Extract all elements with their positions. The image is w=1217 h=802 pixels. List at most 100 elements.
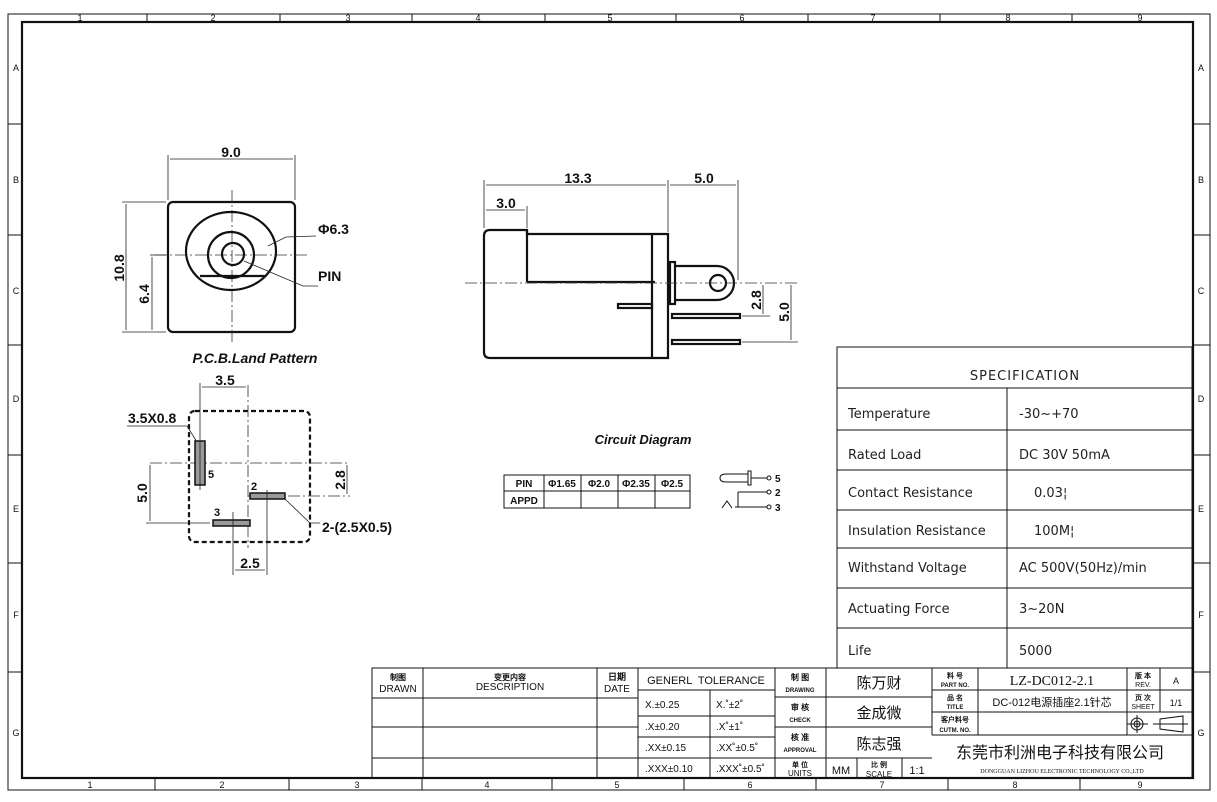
zone-top-2: 2 — [210, 13, 215, 23]
step-length-dim: 3.0 — [496, 195, 516, 211]
rev-cn: 版 本 — [1135, 671, 1151, 680]
pads-size-label: 2-(2.5X0.5) — [322, 519, 392, 535]
projection-symbol-icon — [1127, 715, 1188, 733]
spec-value: 5000 — [1019, 644, 1052, 659]
sheet-value: 1/1 — [1170, 698, 1183, 708]
pin-table-col: Φ1.65 — [548, 479, 576, 490]
pin-5-label: 5 — [208, 469, 214, 481]
pcb-pin-label: PIN — [318, 268, 341, 284]
zone-right-d: D — [1198, 394, 1205, 404]
role-approval: APPROVAL — [784, 748, 817, 754]
pcb-width-dim: 9.0 — [221, 144, 241, 160]
zone-right-g: G — [1197, 728, 1204, 738]
zone-bottom-9: 9 — [1137, 780, 1142, 790]
zone-right-a: A — [1198, 63, 1204, 73]
title-label: TITLE — [947, 705, 964, 711]
pin-offset-dim: 2.8 — [748, 290, 764, 310]
pin-table-col: Φ2.0 — [588, 479, 611, 490]
circuit-diagram: Circuit Diagram PIN APPD Φ1.65 Φ2.0 Φ2.3… — [503, 432, 781, 514]
pin-2-label: 2 — [251, 481, 257, 493]
pad-pitch-dim: 3.5 — [215, 372, 235, 388]
pcb-height-dim: 10.8 — [111, 254, 127, 281]
drawn-header-cn: 制图 — [390, 672, 406, 682]
company-name: DONGGUAN LIZHOU ELECTRONIC TECHNOLOGY CO… — [980, 769, 1144, 775]
spec-label: Rated Load — [848, 448, 921, 463]
sheet-cn: 页 次 — [1135, 693, 1151, 702]
pin-table-header-pin: PIN — [516, 479, 533, 490]
spec-value: AC 500V(50Hz)/min — [1019, 561, 1147, 576]
date-header: DATE — [604, 684, 630, 695]
part-no-label: PART NO. — [941, 683, 970, 689]
title-block: 制图 DRAWN 变更内容 DESCRIPTION 日期 DATE GENERL… — [371, 667, 1193, 779]
side-view: 13.3 5.0 3.0 2.8 5.0 — [465, 170, 800, 360]
approval-name: 陈志强 — [856, 735, 901, 753]
zone-top-5: 5 — [607, 13, 612, 23]
spec-label: Contact Resistance — [848, 486, 973, 501]
tolerance-title: GENERL TOLERANCE — [647, 675, 765, 687]
zone-left-e: E — [13, 504, 19, 514]
zone-left-g: G — [12, 728, 19, 738]
zone-top-3: 3 — [345, 13, 350, 23]
pcb-center-dim: 6.4 — [136, 284, 152, 304]
tab-length-dim: 5.0 — [694, 170, 714, 186]
footprint-bottom-dim: 2.5 — [240, 555, 260, 571]
role-check-cn: 审 核 — [791, 702, 809, 712]
terminal-5-label: 5 — [775, 474, 781, 485]
zone-top-4: 4 — [475, 13, 480, 23]
zone-left-d: D — [13, 394, 20, 404]
zone-top-8: 8 — [1005, 13, 1010, 23]
customer-no-label: CUTM. NO. — [939, 728, 971, 734]
pin-table-col: Φ2.5 — [661, 479, 684, 490]
scale-cn: 比 例 — [871, 760, 887, 769]
scale-value: 1:1 — [909, 765, 924, 777]
pin-table-col: Φ2.35 — [622, 479, 650, 490]
spec-value: 0.03¦ — [1034, 486, 1067, 501]
schematic-symbol: 5 2 3 — [719, 470, 781, 514]
check-name: 金成微 — [856, 705, 901, 722]
body-length-dim: 13.3 — [564, 170, 591, 186]
tolerance-linear: .X±0.20 — [645, 722, 680, 733]
pin-table-header-appd: APPD — [510, 496, 538, 507]
role-approval-cn: 核 准 — [791, 732, 809, 742]
zone-left-b: B — [13, 175, 19, 185]
zone-right-b: B — [1198, 175, 1204, 185]
zone-right-e: E — [1198, 504, 1204, 514]
footprint-view: 3.5 3.5X0.8 5.0 2.8 2.5 2-(2.5X0.5) 5 2 … — [127, 372, 392, 575]
company-name-cn: 东莞市利洲电子科技有限公司 — [956, 744, 1164, 762]
pin-span-dim: 5.0 — [776, 302, 792, 322]
circuit-diagram-caption: Circuit Diagram — [595, 432, 692, 447]
footprint-vertical-dim: 5.0 — [134, 483, 150, 503]
tolerance-angular: .XX˚±0.5˚ — [716, 742, 758, 754]
terminal-2-label: 2 — [775, 488, 781, 499]
zone-top-1: 1 — [77, 13, 82, 23]
role-drawing-cn: 制 图 — [791, 672, 809, 682]
sheet-label: SHEET — [1131, 704, 1155, 711]
specification-title: SPECIFICATION — [970, 369, 1080, 384]
zone-top-9: 9 — [1137, 13, 1142, 23]
customer-no-cn: 客户料号 — [940, 715, 969, 724]
footprint-offset-dim: 2.8 — [332, 470, 348, 490]
spec-label: Temperature — [847, 407, 930, 422]
rev-value: A — [1173, 676, 1179, 686]
pad-size-label: 3.5X0.8 — [128, 410, 176, 426]
tolerance-angular: .X˚±1˚ — [716, 721, 743, 733]
zone-bottom-4: 4 — [484, 780, 489, 790]
zone-bottom-6: 6 — [747, 780, 752, 790]
role-check: CHECK — [789, 718, 811, 724]
spec-value: 100M¦ — [1034, 524, 1074, 539]
role-drawing: DRAWING — [786, 688, 815, 694]
units-label: UNITS — [788, 769, 812, 778]
zone-left-a: A — [13, 63, 19, 73]
part-title: DC-012电源插座2.1针芯 — [992, 695, 1111, 709]
spec-label: Life — [848, 644, 871, 659]
description-header: DESCRIPTION — [476, 682, 544, 693]
spec-value: DC 30V 50mA — [1019, 448, 1110, 463]
scale-label: SCALE — [866, 770, 892, 779]
terminal-3-label: 3 — [775, 503, 781, 514]
tolerance-linear: .XXX±0.10 — [645, 764, 693, 775]
tolerance-angular: .XXX˚±0.5˚ — [716, 763, 765, 775]
zone-bottom-8: 8 — [1012, 780, 1017, 790]
rev-label: REV. — [1135, 682, 1151, 689]
zone-right-f: F — [1198, 610, 1204, 620]
